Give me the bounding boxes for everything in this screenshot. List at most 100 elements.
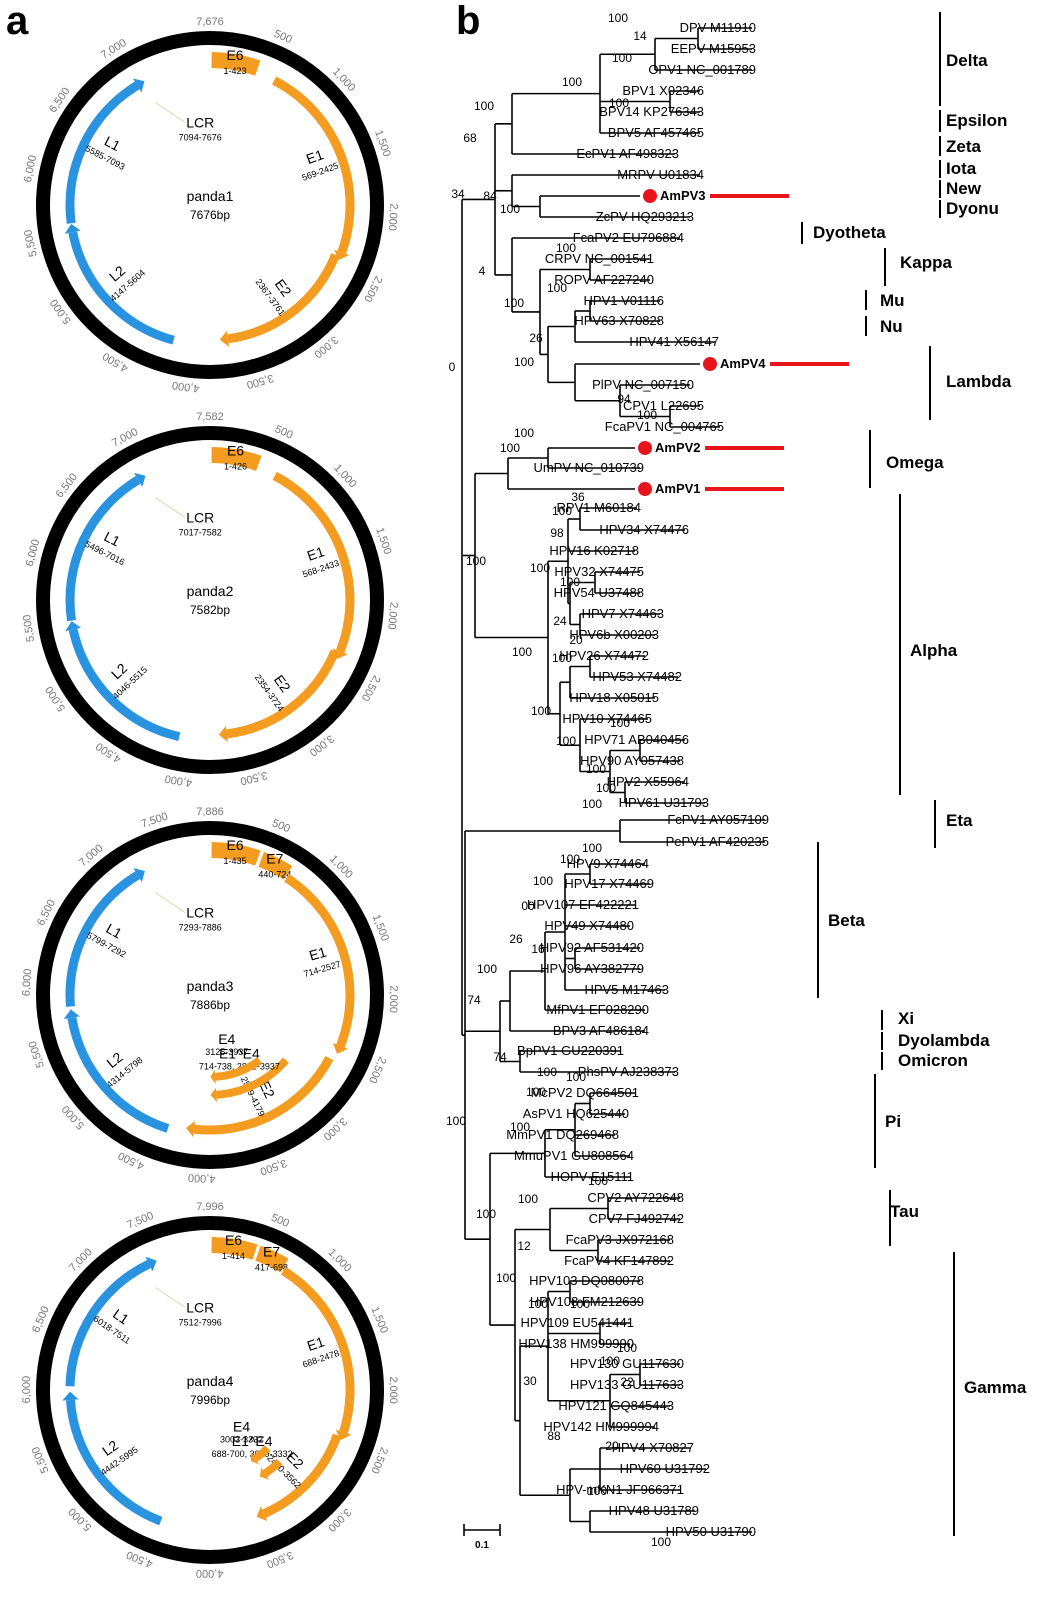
- leaf-label-hpv103: HPV103 DQ080078: [529, 1273, 644, 1288]
- bootstrap-value: 26: [509, 932, 523, 946]
- leaf-label-hpv10: HPV10 X74465: [562, 711, 652, 726]
- gene-label-E1: E1: [307, 944, 328, 964]
- gene-box-E6: [211, 842, 261, 866]
- genome-name: panda4: [187, 1373, 234, 1389]
- bootstrap-value: 16: [531, 942, 545, 956]
- bootstrap-value: 100: [582, 797, 602, 811]
- bootstrap-value: 100: [610, 716, 630, 730]
- gene-arc-E2-head: [218, 725, 228, 742]
- lcr-leader: [154, 102, 186, 123]
- lcr-leader: [154, 497, 186, 518]
- gene-arc-L2: [67, 1016, 170, 1133]
- genus-label-epsilon: Epsilon: [946, 111, 1007, 130]
- leaf-label-cpv7: CPV7 FJ492742: [589, 1211, 684, 1226]
- gene-range-E1: 568-2433: [301, 558, 340, 580]
- leaf-label-ropv: ROPV AF227240: [554, 272, 654, 287]
- bootstrap-value: 26: [529, 331, 543, 345]
- gene-label-E1: E1: [304, 146, 326, 167]
- leaf-label-bppv1: BpPV1 GU220391: [517, 1043, 624, 1058]
- bootstrap-value: 100: [514, 426, 534, 440]
- gene-arc-L1: [65, 81, 140, 224]
- tick-label: 4,000: [188, 1171, 216, 1184]
- gene-label-E6: E6: [226, 837, 243, 853]
- gene-arc-E1: [272, 471, 355, 653]
- leaf-label-fcapv4: FcaPV4 KF147892: [564, 1253, 674, 1268]
- bootstrap-value: 100: [477, 962, 497, 976]
- genome-size: 7996bp: [190, 1393, 230, 1407]
- bootstrap-value: 74: [493, 1050, 507, 1064]
- panel-label-b: b: [456, 0, 480, 43]
- tick-label: 6,000: [24, 538, 43, 568]
- genus-label-omega: Omega: [886, 453, 944, 472]
- gene-arc-L2-head: [64, 223, 81, 234]
- gene-arc-E1E4: [216, 1057, 289, 1099]
- leaf-label-mfpv1: MfPV1 EF028290: [546, 1002, 649, 1017]
- lcr-range: 7017-7582: [179, 527, 222, 537]
- bootstrap-value: 100: [510, 1120, 530, 1134]
- genus-label-dyonu: Dyonu: [946, 199, 999, 218]
- leaf-label-ecpv1: EcPV1 AF498323: [576, 146, 679, 161]
- genus-label-kappa: Kappa: [900, 253, 953, 272]
- tick-label: 4,000: [171, 379, 200, 395]
- genus-label-eta: Eta: [946, 811, 973, 830]
- gene-range-E6: 1-414: [222, 1251, 245, 1261]
- bootstrap-value: 12: [517, 1239, 531, 1253]
- gene-box-E6: [211, 447, 262, 472]
- gene-label-L1: L1: [110, 1306, 132, 1328]
- leaf-label-hpv109: HPV109 EU541441: [521, 1315, 634, 1330]
- gene-arc-E4-head: [210, 1069, 216, 1085]
- bootstrap-value: 74: [467, 993, 481, 1007]
- gene-arc-L1: [65, 476, 141, 622]
- lcr-label: LCR: [186, 904, 214, 920]
- leaf-label-bpv14: BPV14 KP276343: [599, 104, 704, 119]
- tick-label: 7,582: [196, 411, 224, 423]
- bootstrap-value: 100: [617, 1341, 637, 1355]
- leaf-label-hpv53: HPV53 X74482: [592, 669, 682, 684]
- genus-label-new: New: [946, 179, 982, 198]
- bootstrap-value: 100: [528, 1297, 548, 1311]
- bootstrap-value: 34: [451, 187, 465, 201]
- genome-name: panda1: [187, 188, 234, 204]
- genus-label-zeta: Zeta: [946, 137, 982, 156]
- tick-label: 7,886: [196, 806, 224, 818]
- lcr-label: LCR: [186, 509, 214, 525]
- lcr-label: LCR: [186, 114, 214, 130]
- leaf-label-crpv: CRPV NC_001541: [545, 251, 654, 266]
- leaf-label-zcpv: ZcPV HQ293213: [596, 209, 694, 224]
- leaf-label-hpv5: HPV5 M17463: [584, 982, 669, 997]
- leaf-label-hpv16: HPV16 K02718: [549, 543, 639, 558]
- gene-arc-E2-head: [256, 1506, 268, 1522]
- bootstrap-value: 84: [483, 189, 497, 203]
- bootstrap-value: 100: [556, 734, 576, 748]
- bootstrap-value: 100: [533, 874, 553, 888]
- leaf-label-mrpv: MRPV U01834: [617, 167, 704, 182]
- tick-label: 2,000: [387, 985, 400, 1013]
- bootstrap-value: 100: [531, 704, 551, 718]
- gene-arc-L2: [68, 231, 175, 345]
- leaf-label-hpv32: HPV32 X74475: [554, 564, 644, 579]
- bootstrap-value: 100: [547, 281, 567, 295]
- leaf-label-hpv41: HPV41 X56147: [629, 334, 719, 349]
- leaf-label-hpv90: HPV90 AY057438: [580, 753, 684, 768]
- gene-range-extra: 3125-3937: [205, 1047, 248, 1057]
- novel-marker: [703, 357, 717, 371]
- bootstrap-value: 20: [569, 633, 583, 647]
- gene-label-E7: E7: [263, 1244, 280, 1260]
- gene-label-E6: E6: [227, 442, 244, 458]
- bootstrap-value: 100: [609, 96, 629, 110]
- leaf-label-hpv108: HPV108 FM212639: [530, 1294, 644, 1309]
- gene-arc-L2-head: [63, 1009, 80, 1020]
- genus-label-gamma: Gamma: [964, 1378, 1027, 1397]
- leaf-label-hpv60: HPV60 U31792: [620, 1461, 710, 1476]
- novel-marker: [638, 482, 652, 496]
- gene-arc-L2-head: [65, 621, 82, 632]
- gene-arc-E1E4-head: [210, 1087, 217, 1102]
- bootstrap-value: 94: [617, 392, 631, 406]
- leaf-label-phspv: PhsPV AJ238373: [578, 1064, 679, 1079]
- gene-range-E1: 714-2527: [303, 959, 342, 979]
- gene-arc-E2: [262, 1433, 342, 1518]
- bootstrap-value: 100: [582, 841, 602, 855]
- leaf-label-hpv7: HPV7 X74463: [582, 606, 664, 621]
- bootstrap-value: 100: [504, 296, 524, 310]
